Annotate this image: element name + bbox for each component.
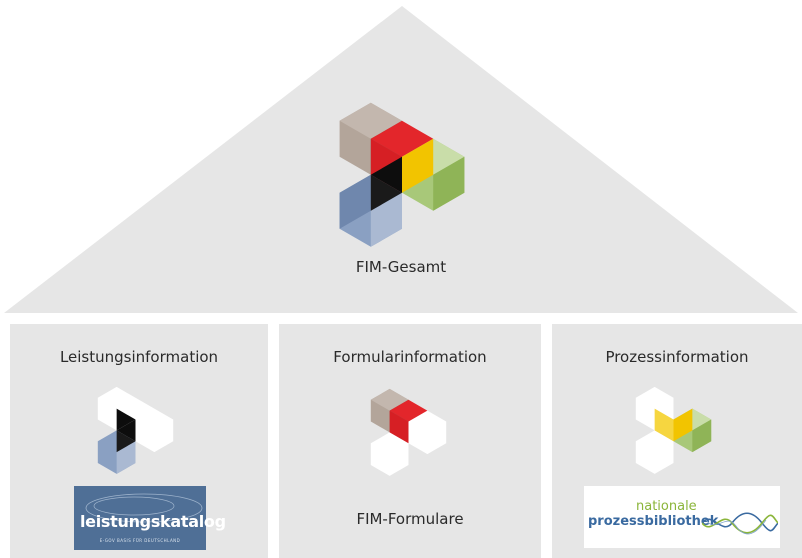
fim-formulare-label: FIM-Formulare	[356, 510, 464, 528]
pillar-formularinformation: Formularinformation FIM-Formulare	[279, 324, 541, 558]
pb-line1: nationale	[636, 499, 697, 514]
helix-wave-icon	[702, 512, 778, 535]
pb-line2: prozessbibliothek	[588, 514, 719, 529]
prozess-hex-logo	[635, 386, 712, 474]
nationale-prozessbibliothek-logo: nationale prozessbibliothek	[584, 486, 780, 548]
leistungskatalog-wordmark: leistungskatalog	[80, 512, 226, 531]
fim-gesamt-label: FIM-Gesamt	[355, 258, 447, 276]
leistungskatalog-tagline: E-GOV BASIS FÜR DEUTSCHLAND	[99, 538, 181, 543]
fim-logo-large	[339, 102, 465, 247]
pillar-title: Formularinformation	[333, 348, 487, 366]
pillar-prozessinformation: Prozessinformation nationale prozessbibl…	[552, 324, 802, 558]
formular-hex-logo	[370, 388, 447, 476]
pillar-title: Leistungsinformation	[59, 348, 219, 366]
leistungskatalog-logo: leistungskatalog E-GOV BASIS FÜR DEUTSCH…	[74, 486, 226, 550]
orbit-swirl-icon	[85, 493, 203, 523]
pillar-title: Prozessinformation	[605, 348, 749, 366]
pillar-leistungsinformation: Leistungsinformation leistungskatalog E-…	[10, 324, 268, 558]
leistung-hex-logo	[97, 386, 174, 474]
